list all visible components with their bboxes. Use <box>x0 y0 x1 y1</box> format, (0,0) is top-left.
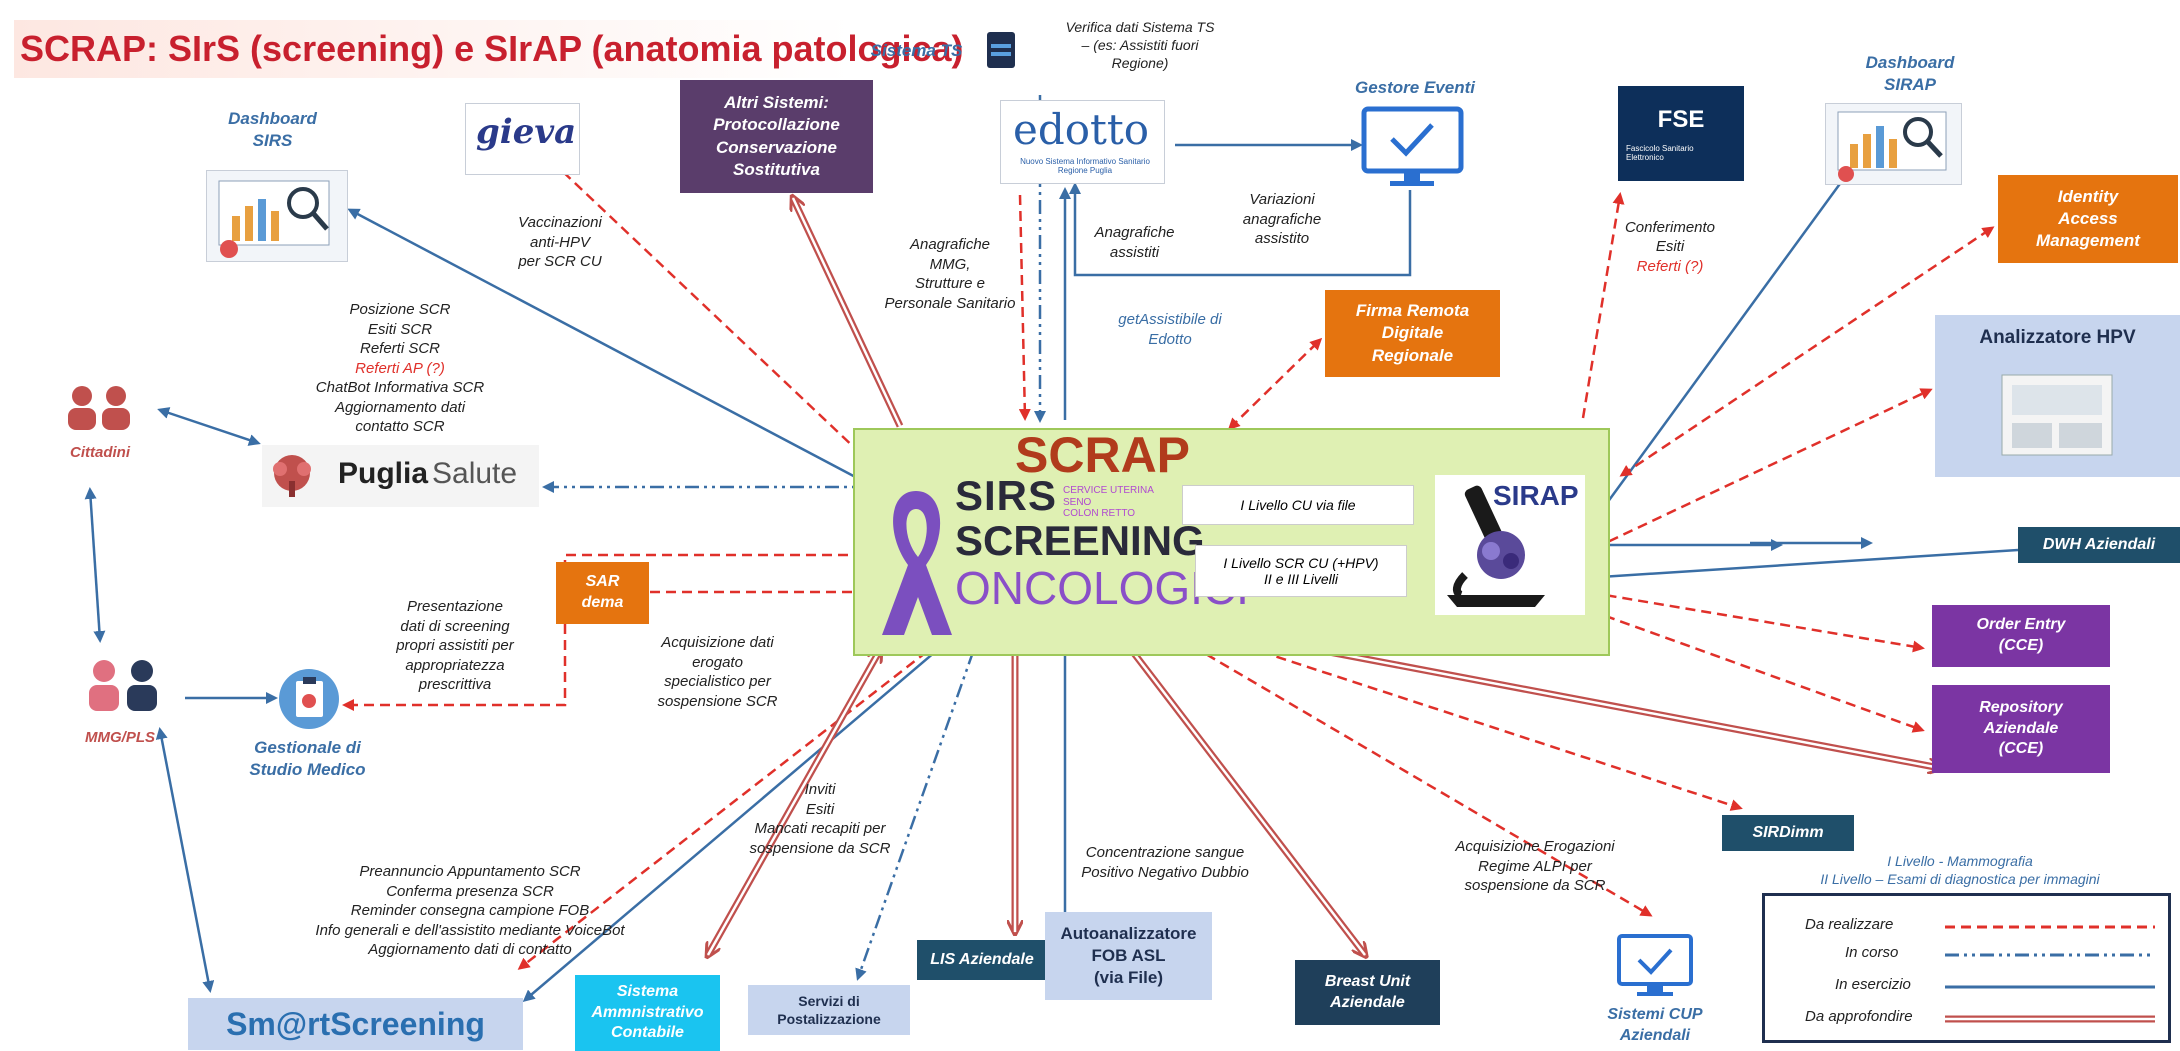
clipboard-icon[interactable] <box>277 667 342 732</box>
microscope-icon <box>1447 485 1545 607</box>
edge-sirap-fse <box>1581 192 1625 419</box>
livello-scr-label: I Livello SCR CU (+HPV) II e III Livelli <box>1195 545 1407 597</box>
sirs-tags: CERVICE UTERINA SENO COLON RETTO <box>1063 485 1154 519</box>
dwh-box[interactable]: DWH Aziendali <box>2018 527 2180 563</box>
edge-scrap-gestionale <box>342 553 880 711</box>
edotto-logo[interactable]: edotto Nuovo Sistema Informativo Sanitar… <box>1000 100 1165 184</box>
mmg-label: MMG/PLS <box>85 729 155 746</box>
acquisizione-erog-label: Acquisizione Erogazioni Regime ALPI per … <box>1455 838 1615 894</box>
edge-sirap-dwh <box>1582 548 2019 584</box>
breast-unit-box[interactable]: Breast Unit Aziendale <box>1295 960 1440 1025</box>
sar-dema-box[interactable]: SAR dema <box>556 562 649 624</box>
edge-sirap-order <box>1572 585 1925 653</box>
sistemi-cup-label: Sistemi CUP Aziendali <box>1607 1006 1703 1044</box>
tree-icon <box>273 455 311 497</box>
cup-monitor-icon[interactable] <box>1615 932 1695 1002</box>
edge-dashboard-sirs <box>347 208 883 492</box>
anagrafiche-assistiti-label: Anagrafiche assistiti <box>1094 224 1175 261</box>
analizzatore-hpv-box[interactable]: Analizzatore HPV <box>1935 315 2180 477</box>
smartscreening-box[interactable]: Sm@rtScreening <box>188 998 523 1050</box>
gieva-logo[interactable]: gieva <box>465 103 580 175</box>
gestore-eventi-label: Gestore Eventi <box>1355 78 1475 97</box>
sirdimm-box[interactable]: SIRDimm <box>1722 815 1854 851</box>
bar-chart-icon <box>1837 111 1947 182</box>
lab-machine-icon <box>2001 374 2113 456</box>
autoanalizzatore-box[interactable]: Autoanalizzatore FOB ASL (via File) <box>1045 912 1212 1000</box>
identity-box[interactable]: Identity Access Management <box>1998 175 2178 263</box>
dashboard-sirap-icon[interactable] <box>1825 103 1962 185</box>
dashboard-sirap-label: Dashboard SIRAP <box>1865 53 1955 95</box>
concentrazione-label: Concentrazione sangue Positivo Negativo … <box>1081 844 1249 881</box>
edge-mmg-smart <box>155 727 215 993</box>
getassistibile-label: getAssistibile di Edotto <box>1118 311 1222 348</box>
edge-cittadini-mmg <box>84 487 106 643</box>
altri-sistemi-box[interactable]: Altri Sistemi: Protocollazione Conservaz… <box>680 80 873 193</box>
legend-swatches <box>1945 925 2155 1023</box>
bar-chart-icon <box>218 180 330 258</box>
legend-esercizio: In esercizio <box>1835 976 1911 993</box>
fse-logo[interactable]: FSE Fascicolo Sanitario Elettronico <box>1618 86 1744 181</box>
puglia-salute-logo[interactable]: Puglia Salute <box>262 445 539 507</box>
edge-cittadini-puglia <box>157 407 261 446</box>
repository-box[interactable]: Repository Aziendale (CCE) <box>1932 685 2110 773</box>
legend-approfondire: Da approfondire <box>1805 1008 1913 1025</box>
sirs-line1: SIRS <box>955 472 1058 519</box>
legend-realizzare: Da realizzare <box>1805 916 1894 933</box>
servizi-post-box[interactable]: Servizi di Postalizzazione <box>748 985 910 1035</box>
vaccinazioni-label: Vaccinazioni anti-HPV per SCR CU <box>518 214 602 270</box>
monitor-check-icon[interactable] <box>1360 105 1465 190</box>
server-icon[interactable] <box>985 30 1017 70</box>
legend-corso: In corso <box>1845 944 1899 961</box>
edge-sirap-identity-red <box>1619 226 1995 477</box>
acquisizione-dati-label: Acquisizione dati erogato specialistico … <box>657 634 778 710</box>
variazioni-label: Variazioni anagrafiche assistito <box>1242 191 1322 247</box>
sirap-logo[interactable]: SIRAP <box>1435 475 1585 615</box>
scrap-container[interactable] <box>853 428 1610 656</box>
sirs-line2: SCREENING <box>955 517 1205 564</box>
anagrafiche-mmg-label: Anagrafiche MMG, Strutture e Personale S… <box>884 236 1016 312</box>
inviti-label: Inviti Esiti Mancati recapiti per sospen… <box>749 781 891 857</box>
scrap-title: SCRAP <box>1015 427 1191 483</box>
ribbon-icon <box>878 485 953 645</box>
lis-box[interactable]: LIS Aziendale <box>917 940 1047 980</box>
presentazione-label: Presentazione dati di screening propri a… <box>396 598 514 693</box>
livello-cu-label: I Livello CU via file <box>1182 485 1414 525</box>
mammografia-label: I Livello - Mammografia II Livello – Esa… <box>1820 853 2100 888</box>
dashboard-sirs-icon[interactable] <box>206 170 348 262</box>
verifica-ts-label: Verifica dati Sistema TS – (es: Assistit… <box>1065 19 1215 72</box>
edge-gieva-scrap <box>539 149 881 473</box>
edge-sirap-hpv <box>1577 388 1933 557</box>
sistema-ammin-box[interactable]: Sistema Ammnistrativo Contabile <box>575 975 720 1051</box>
citizens-icon <box>60 382 140 432</box>
cittadini-label: Cittadini <box>70 444 130 461</box>
legend: Da realizzare In corso In esercizio Da a… <box>1762 893 2171 1043</box>
gestionale-label: Gestionale di Studio Medico <box>249 738 366 780</box>
firma-remota-box[interactable]: Firma Remota Digitale Regionale <box>1325 290 1500 377</box>
sistema-ts-label: Sistema TS <box>870 41 963 60</box>
edge-gestore-edotto <box>1069 182 1412 277</box>
doctors-icon <box>80 655 170 715</box>
page-title: SCRAP: SIrS (screening) e SIrAP (anatomi… <box>14 20 964 78</box>
order-entry-box[interactable]: Order Entry (CCE) <box>1932 605 2110 667</box>
dashboard-sirs-label: Dashboard SIRS <box>228 109 317 151</box>
edge-edotto-scrap <box>1018 194 1031 421</box>
preannuncio-label: Preannuncio Appuntamento SCR Conferma pr… <box>315 863 625 958</box>
posizione-label: Posizione SCR Esiti SCR Referti SCR Refe… <box>315 301 485 435</box>
edge-scrap-firma <box>1227 337 1323 431</box>
